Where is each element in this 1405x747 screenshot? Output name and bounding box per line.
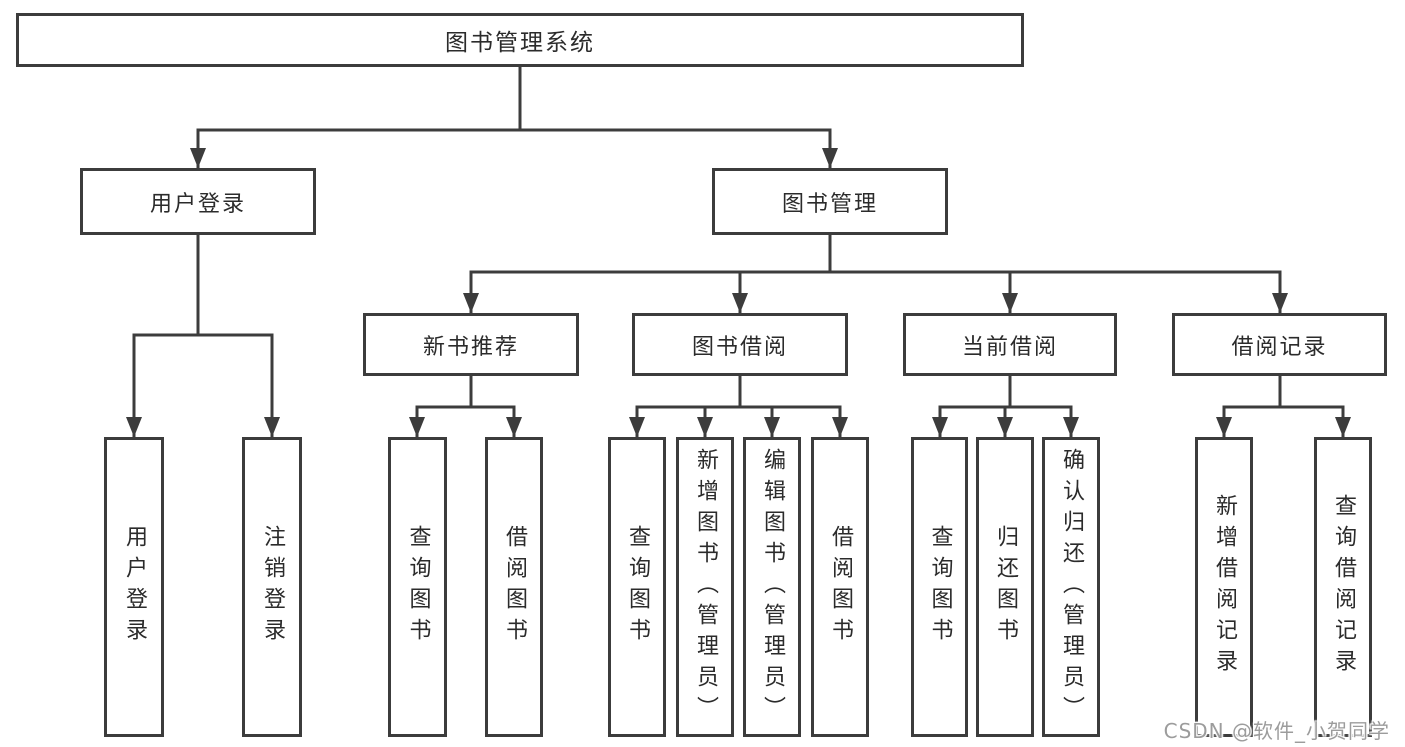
leaf-logout-label: 注销登录 [260, 525, 285, 649]
node-book-borrowing: 图书借阅 [632, 313, 848, 376]
connector-records-children [1216, 376, 1351, 437]
leaf-borrow-books-recommend: 借阅图书 [485, 437, 543, 737]
leaf-edit-books-admin: 编辑图书（管理员） [743, 437, 801, 737]
leaf-query-borrow-record: 查询借阅记录 [1314, 437, 1372, 737]
connector-recommendation-children [409, 376, 522, 437]
leaf-return-books-label: 归还图书 [993, 525, 1018, 649]
connector-root-to-level2 [190, 67, 838, 168]
node-root: 图书管理系统 [16, 13, 1024, 67]
connector-borrowing-children [629, 376, 848, 437]
leaf-query-books-recommend: 查询图书 [388, 437, 447, 737]
connector-current-borrow-children [932, 376, 1079, 437]
leaf-confirm-return-admin: 确认归还（管理员） [1042, 437, 1100, 737]
node-current-borrowing: 当前借阅 [903, 313, 1117, 376]
connector-user-login-children [126, 235, 280, 437]
leaf-logout: 注销登录 [242, 437, 302, 737]
leaf-query-borrow-record-label: 查询借阅记录 [1331, 494, 1356, 680]
node-new-book-recommendation: 新书推荐 [363, 313, 579, 376]
node-current-borrowing-label: 当前借阅 [961, 334, 1058, 360]
leaf-user-login: 用户登录 [104, 437, 164, 737]
node-user-login: 用户登录 [80, 168, 316, 235]
leaf-borrow-books-borrowing: 借阅图书 [811, 437, 869, 737]
node-book-management: 图书管理 [712, 168, 948, 235]
watermark: CSDN @软件_小贺同学 [1163, 719, 1390, 743]
connector-book-management-children [463, 235, 1288, 313]
leaf-confirm-return-admin-label: 确认归还（管理员） [1059, 447, 1084, 727]
leaf-borrow-books-borrowing-label: 借阅图书 [828, 525, 853, 649]
leaf-add-books-admin-label: 新增图书（管理员） [693, 447, 718, 727]
leaf-return-books: 归还图书 [976, 437, 1034, 737]
leaf-add-books-admin: 新增图书（管理员） [676, 437, 734, 737]
leaf-add-borrow-record-label: 新增借阅记录 [1212, 494, 1237, 680]
node-borrowing-records: 借阅记录 [1172, 313, 1387, 376]
node-book-management-label: 图书管理 [781, 191, 878, 217]
leaf-query-books-borrowing-label: 查询图书 [625, 525, 650, 649]
leaf-user-login-label: 用户登录 [122, 525, 147, 649]
node-book-borrowing-label: 图书借阅 [691, 334, 788, 360]
leaf-borrow-books-recommend-label: 借阅图书 [502, 525, 527, 649]
node-borrowing-records-label: 借阅记录 [1231, 334, 1328, 360]
leaf-query-books-current: 查询图书 [911, 437, 968, 737]
node-root-label: 图书管理系统 [445, 30, 595, 56]
node-user-login-label: 用户登录 [149, 191, 246, 217]
leaf-query-books-borrowing: 查询图书 [608, 437, 666, 737]
leaf-add-borrow-record: 新增借阅记录 [1195, 437, 1253, 737]
leaf-edit-books-admin-label: 编辑图书（管理员） [760, 447, 785, 727]
node-new-book-recommendation-label: 新书推荐 [422, 334, 519, 360]
leaf-query-books-current-label: 查询图书 [927, 525, 953, 649]
leaf-query-books-recommend-label: 查询图书 [405, 525, 431, 649]
